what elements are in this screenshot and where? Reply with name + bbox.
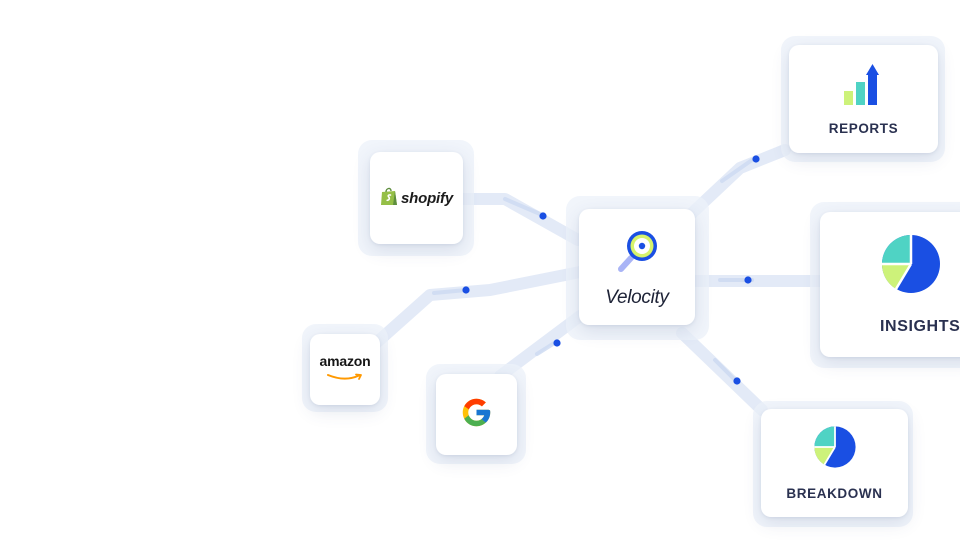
amazon-source-card: amazon xyxy=(310,334,380,405)
connector-velocity-breakdown xyxy=(676,327,768,416)
flow-dot xyxy=(462,286,470,294)
flow-dot xyxy=(539,212,547,220)
insights-label: INSIGHTS xyxy=(880,318,960,335)
google-g-icon xyxy=(460,396,493,434)
flow-dot xyxy=(752,155,760,163)
bar-chart-arrow-icon xyxy=(839,62,889,113)
shopify-bag-icon xyxy=(380,186,398,211)
flow-dot xyxy=(744,276,752,284)
flow-dot xyxy=(733,377,741,385)
reports-label: REPORTS xyxy=(828,121,899,136)
amazon-smile-icon xyxy=(325,368,365,386)
insights-output-card: INSIGHTS xyxy=(820,212,960,357)
shopify-source-card: shopify xyxy=(370,152,463,244)
velocity-hub-card: Velocity xyxy=(579,209,695,325)
reports-output-card: REPORTS xyxy=(789,45,938,153)
flow-dot xyxy=(553,339,561,347)
breakdown-output-card: BREAKDOWN xyxy=(761,409,908,517)
google-source-card xyxy=(436,374,517,455)
shopify-wordmark: shopify xyxy=(401,189,453,207)
amazon-wordmark: amazon xyxy=(319,353,371,369)
magnifier-icon xyxy=(612,226,662,281)
pie-chart-icon xyxy=(880,233,942,300)
velocity-wordmark: Velocity xyxy=(605,286,669,308)
pie-chart-icon xyxy=(812,425,858,474)
breakdown-label: BREAKDOWN xyxy=(786,486,883,501)
